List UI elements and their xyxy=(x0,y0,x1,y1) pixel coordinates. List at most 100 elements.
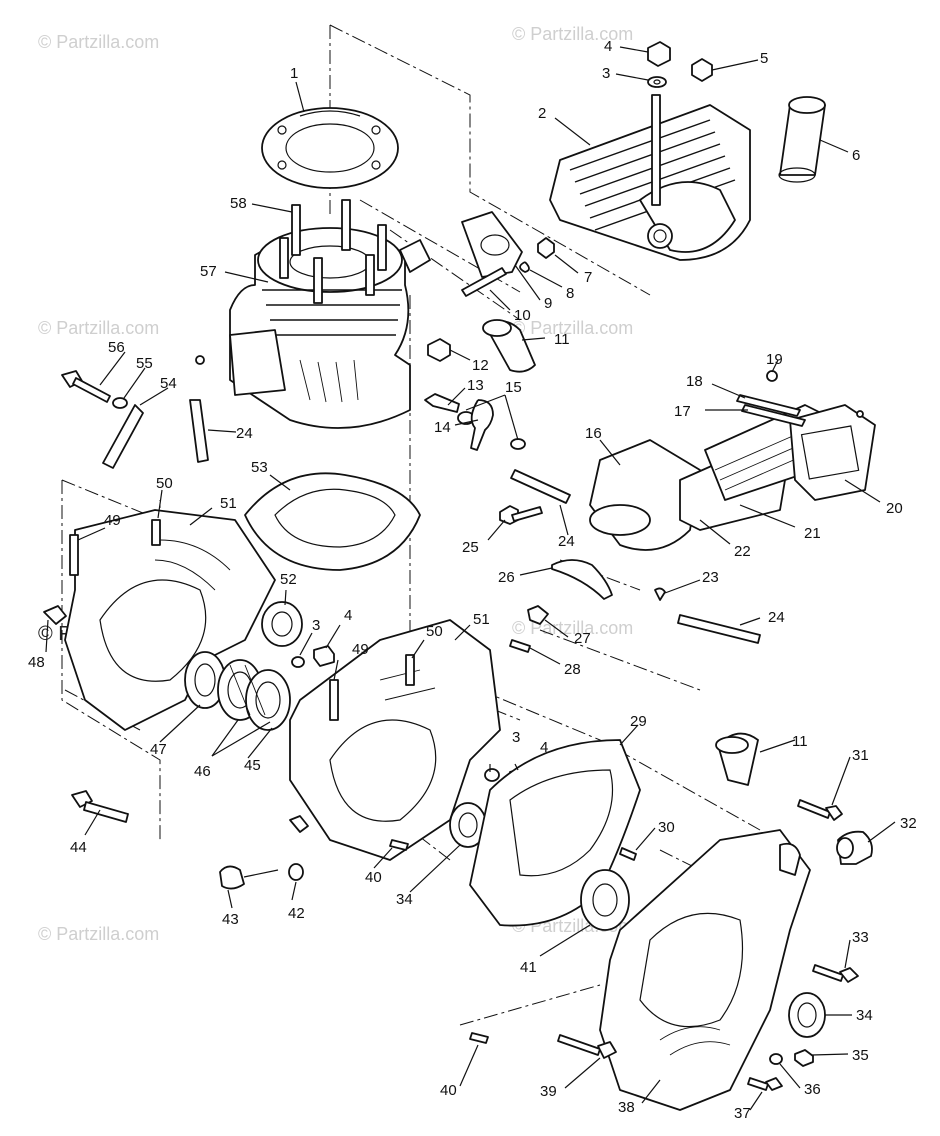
callout-29: 29 xyxy=(630,713,647,730)
callout-11: 11 xyxy=(554,331,570,348)
dowels xyxy=(389,839,489,1044)
callout-1: 1 xyxy=(290,65,298,82)
bearing-41 xyxy=(580,847,637,931)
callout-40: 40 xyxy=(365,869,382,886)
callout-49: 49 xyxy=(104,512,121,529)
callout-46: 46 xyxy=(194,763,211,780)
watermark: © Partzilla.com xyxy=(38,318,159,338)
callout-45: 45 xyxy=(244,757,261,774)
callout-15: 15 xyxy=(505,379,522,396)
callout-43: 43 xyxy=(222,911,239,928)
intake-elbow-lower xyxy=(715,732,759,786)
callout-31: 31 xyxy=(852,747,869,764)
callout-41: 41 xyxy=(520,959,537,976)
intake-elbow xyxy=(482,319,536,373)
callout-numbers: 1 2 3 4 5 6 7 8 9 10 11 12 13 14 15 16 1… xyxy=(28,38,917,1122)
base-gasket xyxy=(244,472,421,571)
bearing-upper xyxy=(261,601,335,668)
callout-34: 34 xyxy=(856,1007,873,1024)
callout-17: 17 xyxy=(674,403,691,420)
callout-20: 20 xyxy=(886,500,903,517)
callout-4: 4 xyxy=(540,739,548,756)
callout-2: 2 xyxy=(538,105,546,122)
head-fasteners xyxy=(647,41,713,88)
callout-47: 47 xyxy=(150,741,167,758)
bolt-44 xyxy=(71,790,129,823)
head-gasket xyxy=(261,107,399,189)
crankcase-left xyxy=(43,509,276,731)
callout-30: 30 xyxy=(658,819,675,836)
callout-52: 52 xyxy=(280,571,297,588)
callout-22: 22 xyxy=(734,543,751,560)
callout-13: 13 xyxy=(467,377,484,394)
callout-53: 53 xyxy=(251,459,268,476)
callout-33: 33 xyxy=(852,929,869,946)
side-cover xyxy=(599,829,811,1111)
callout-27: 27 xyxy=(574,630,591,647)
callout-55: 55 xyxy=(136,355,153,372)
sleeve xyxy=(778,96,826,183)
callout-9: 9 xyxy=(544,295,552,312)
callout-16: 16 xyxy=(585,425,602,442)
callout-18: 18 xyxy=(686,373,703,390)
callout-40: 40 xyxy=(440,1082,457,1099)
callout-38: 38 xyxy=(618,1099,635,1116)
exhaust-hardware xyxy=(461,211,555,297)
callout-21: 21 xyxy=(804,525,821,542)
callout-4: 4 xyxy=(344,607,352,624)
callout-6: 6 xyxy=(852,147,860,164)
callout-56: 56 xyxy=(108,339,125,356)
callout-26: 26 xyxy=(498,569,515,586)
watermark: © Partzilla.com xyxy=(512,618,633,638)
callout-leaders xyxy=(45,46,896,1111)
callout-39: 39 xyxy=(540,1083,557,1100)
callout-3: 3 xyxy=(602,65,610,82)
callout-3: 3 xyxy=(512,729,520,746)
callout-50: 50 xyxy=(156,475,173,492)
callout-23: 23 xyxy=(702,569,719,586)
callout-58: 58 xyxy=(230,195,247,212)
bolt-spacer-56-54 xyxy=(61,370,144,469)
callout-5: 5 xyxy=(760,50,768,67)
callout-11: 11 xyxy=(792,733,808,750)
callout-49: 49 xyxy=(352,641,369,658)
callout-14: 14 xyxy=(434,419,451,436)
fasteners-31-33 xyxy=(797,799,873,983)
callout-37: 37 xyxy=(734,1105,751,1122)
watermark: © Partzilla.com xyxy=(38,32,159,52)
callout-51: 51 xyxy=(220,495,237,512)
callout-32: 32 xyxy=(900,815,917,832)
watermark: © Partzilla.com xyxy=(512,318,633,338)
callout-10: 10 xyxy=(514,307,531,324)
callout-4: 4 xyxy=(604,38,612,55)
callout-57: 57 xyxy=(200,263,217,280)
callout-36: 36 xyxy=(804,1081,821,1098)
callout-7: 7 xyxy=(584,269,592,286)
fittings-27-28 xyxy=(509,605,549,653)
watermark: © Partzilla.com xyxy=(38,924,159,944)
callout-50: 50 xyxy=(426,623,443,640)
callout-3: 3 xyxy=(312,617,320,634)
callout-48: 48 xyxy=(28,654,45,671)
callout-25: 25 xyxy=(462,539,479,556)
callout-24: 24 xyxy=(236,425,253,442)
fasteners-34-39 xyxy=(557,992,826,1091)
plug-42-43 xyxy=(219,863,304,890)
callout-34: 34 xyxy=(396,891,413,908)
callout-8: 8 xyxy=(566,285,574,302)
small-hardware-12-15 xyxy=(424,338,526,451)
callout-54: 54 xyxy=(160,375,177,392)
callout-28: 28 xyxy=(564,661,581,678)
clamp-straps xyxy=(189,399,761,644)
crankcase-right xyxy=(289,619,501,861)
callout-44: 44 xyxy=(70,839,87,856)
hardware-25-26 xyxy=(499,505,613,600)
cylinder-head xyxy=(549,94,751,261)
reed-valve-assembly xyxy=(589,370,876,601)
callout-51: 51 xyxy=(473,611,490,628)
callout-12: 12 xyxy=(472,357,489,374)
callout-24: 24 xyxy=(768,609,785,626)
callout-35: 35 xyxy=(852,1047,869,1064)
callout-19: 19 xyxy=(766,351,783,368)
